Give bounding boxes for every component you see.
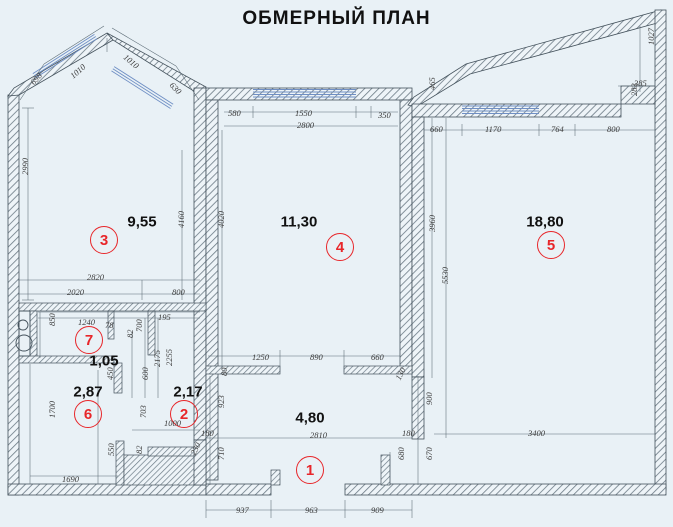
dimension-label: 670	[424, 447, 434, 460]
dimension-label: 660	[371, 352, 384, 362]
dimension-label: 764	[551, 124, 564, 134]
dimension-label: 1690	[62, 474, 79, 484]
dimension-label: 3400	[528, 428, 545, 438]
dimension-label: 937	[236, 505, 249, 515]
room-area-3: 9,55	[127, 213, 157, 231]
dimension-label: 1700	[47, 401, 57, 418]
dimension-label: 700	[134, 319, 144, 332]
dimension-lines	[18, 25, 655, 518]
dimension-label: 1240	[78, 317, 95, 327]
room-marker-3: 3	[90, 226, 118, 254]
dimension-label: 800	[172, 287, 185, 297]
dimension-label: 680	[396, 447, 406, 460]
dimension-label: 4160	[176, 211, 186, 228]
dimension-label: 850	[47, 313, 57, 326]
dimension-label: 1000	[164, 418, 181, 428]
dimension-label: 710	[216, 447, 226, 460]
room-area-4: 11,30	[280, 213, 318, 231]
room-marker-1: 1	[296, 456, 324, 484]
room-area-7: 1,05	[89, 352, 119, 370]
dimension-label: 80	[219, 367, 229, 377]
dimension-label: 1250	[252, 352, 269, 362]
room-area-2: 2,17	[173, 383, 203, 401]
dimension-label: 550	[106, 443, 116, 456]
room-marker-2: 2	[170, 400, 198, 428]
dimension-label: 2800	[297, 120, 314, 130]
dimension-label: 2255	[164, 349, 174, 366]
room-area-1: 4,80	[295, 409, 325, 427]
room-marker-5: 5	[537, 231, 565, 259]
dimension-label: 1027	[646, 28, 656, 45]
room-area-5: 18,80	[526, 213, 564, 231]
dimension-label: 2020	[67, 287, 84, 297]
dimension-label: 2990	[20, 158, 30, 175]
dimension-label: 195	[158, 312, 171, 322]
dimension-label: 600	[140, 367, 150, 380]
room-interiors	[18, 40, 635, 490]
dimension-label: 890	[310, 352, 323, 362]
dimension-label: 180	[402, 428, 415, 438]
dimension-label: 385	[634, 78, 647, 88]
dimension-label: 963	[305, 505, 318, 515]
dimension-label: 2175	[152, 350, 162, 367]
dimension-label: 660	[430, 124, 443, 134]
dimension-label: 703	[138, 405, 148, 418]
bathroom-fixtures	[15, 310, 33, 357]
dimension-label: 923	[216, 395, 226, 408]
exterior-walls	[7, 9, 667, 496]
dimension-label: 909	[371, 505, 384, 515]
room-area-6: 2,87	[73, 383, 103, 401]
dimension-label: 82	[134, 445, 144, 455]
dimension-label: 180	[201, 428, 214, 438]
dimension-label: 1170	[485, 124, 502, 134]
room-marker-6: 6	[74, 400, 102, 428]
dimension-label: 350	[378, 110, 391, 120]
dimension-label: 2810	[310, 430, 327, 440]
room-marker-7: 7	[75, 326, 103, 354]
windows	[32, 34, 539, 114]
dimension-label: 3960	[427, 215, 437, 232]
dimension-label: 78	[105, 320, 114, 330]
dimension-label: 800	[607, 124, 620, 134]
dimension-label: 4020	[216, 211, 226, 228]
dimension-label: 900	[424, 392, 434, 405]
dimension-label: 2820	[87, 272, 104, 282]
dimension-label: 465	[427, 77, 437, 90]
dimension-label: 450	[105, 367, 115, 380]
dimension-label: 1550	[295, 108, 312, 118]
dimension-label: 5530	[440, 267, 450, 284]
interior-partitions	[18, 302, 413, 486]
dimension-label: 580	[228, 108, 241, 118]
dimension-label: 283	[629, 83, 639, 96]
room-marker-4: 4	[326, 233, 354, 261]
